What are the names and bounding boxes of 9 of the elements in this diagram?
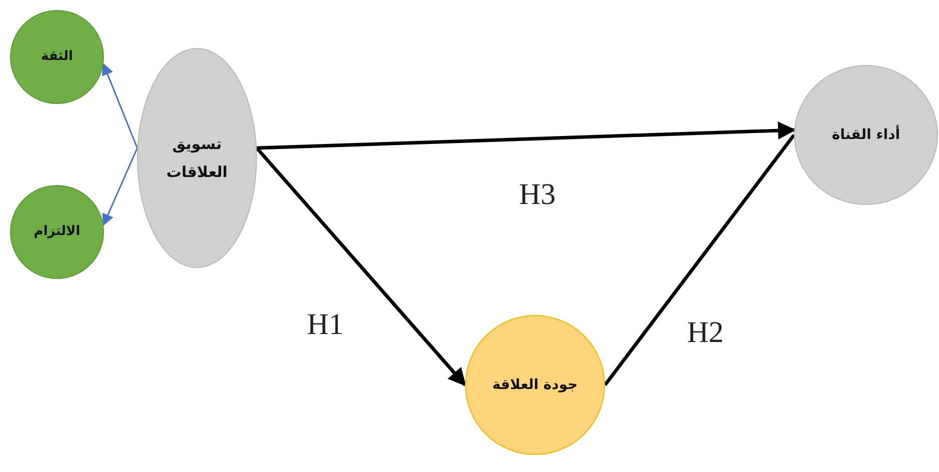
node-label: تسويق العلاقات [165,134,229,183]
arrow [102,148,138,226]
arrow [256,122,796,150]
arrow [102,63,138,148]
node-label: الالتزام [34,222,80,241]
node-label: الثقة [41,48,73,66]
node-label: جودة العلاقة [492,376,578,395]
arrow [255,146,466,386]
node-label: أداء القناة [832,124,900,145]
